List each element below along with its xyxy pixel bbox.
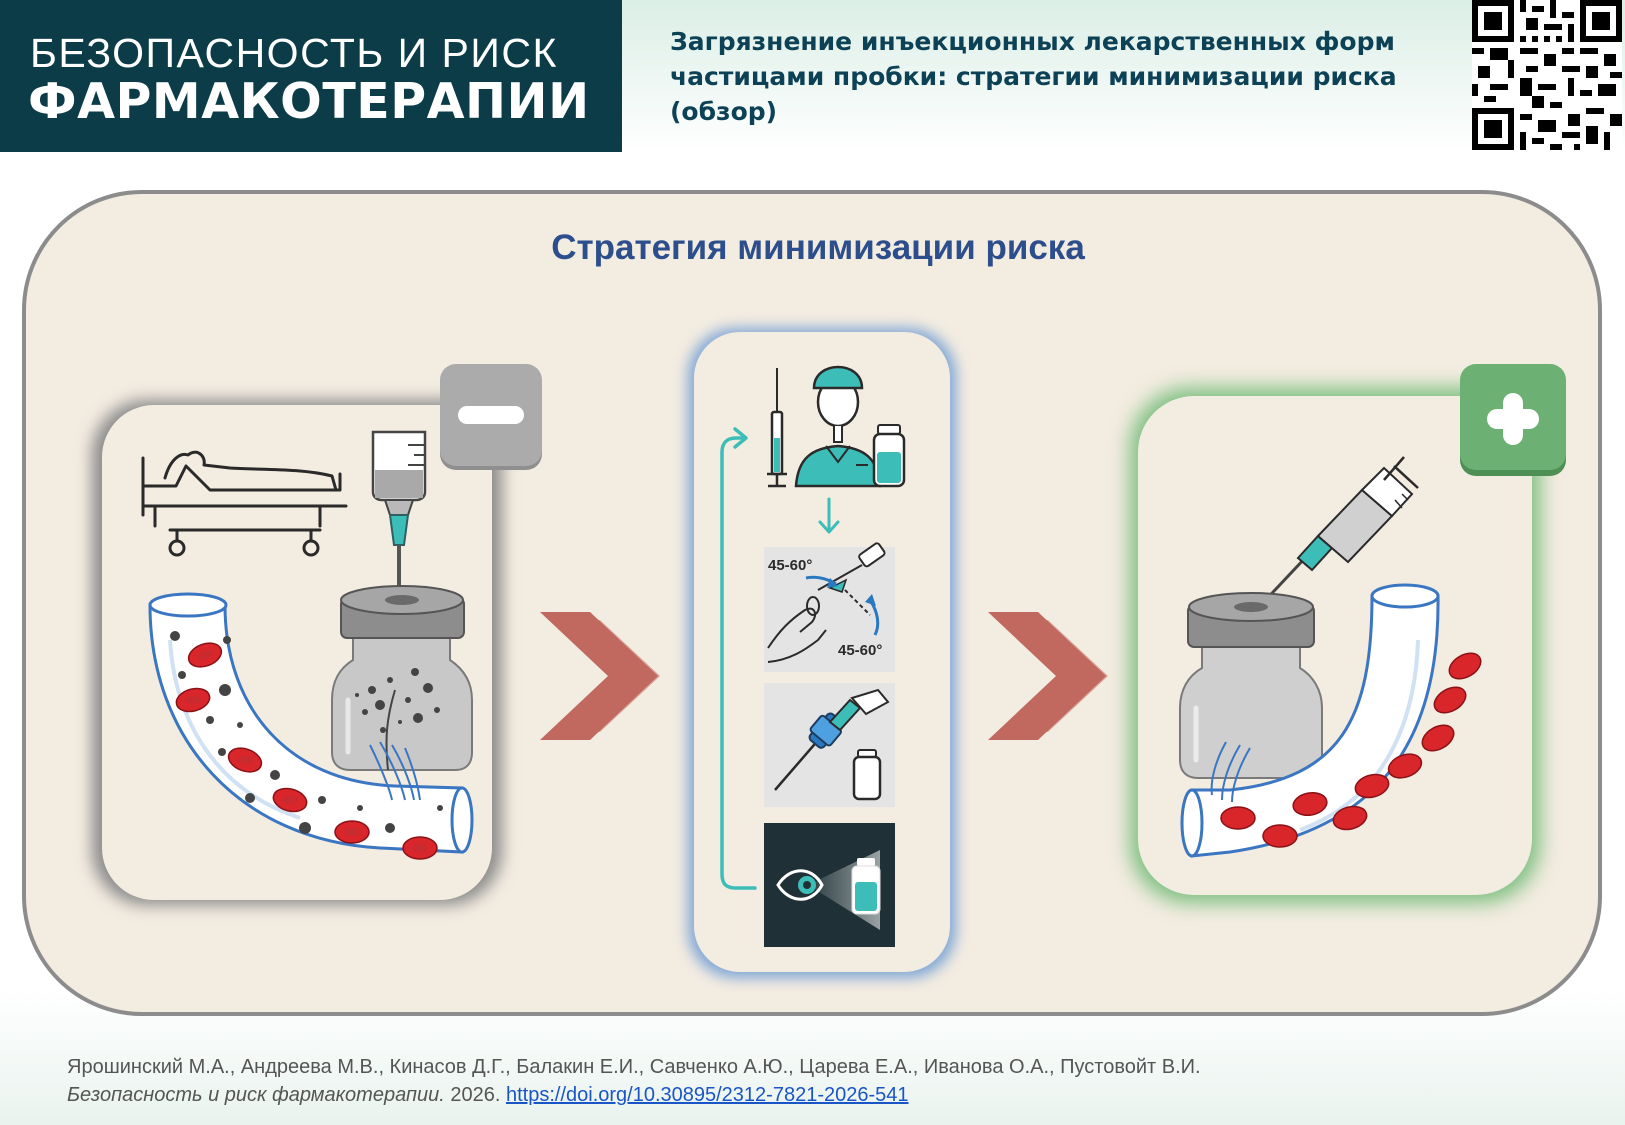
clean-blood-vessel-icon [1180, 583, 1482, 858]
citation-footer: Ярошинский М.А., Андреева М.В., Кинасов … [67, 1053, 1201, 1109]
contaminated-blood-vessel-icon [148, 592, 474, 860]
strategy-heading: Стратегия минимизации риска [551, 228, 1085, 267]
header-strip [622, 0, 1625, 152]
needle-angle-panel: 45-60° 45-60° [764, 542, 895, 672]
plus-icon [1460, 364, 1566, 476]
contaminated-vial-icon [331, 585, 473, 771]
chevron-arrow-left [540, 612, 660, 740]
down-arrow-icon [818, 497, 840, 534]
citation-year: 2026. [450, 1084, 501, 1106]
qr-code-icon[interactable] [1472, 0, 1622, 150]
journal-citation: Безопасность и риск фармакотерапии. [67, 1084, 445, 1106]
journal-banner [0, 0, 622, 152]
angle-label-bottom: 45-60° [838, 642, 882, 659]
authors: Ярошинский М.А., Андреева М.В., Кинасов … [67, 1056, 1201, 1078]
chevron-arrow-right [988, 612, 1108, 740]
doctor-syringe-icon [767, 365, 906, 488]
hospital-bed-icon [141, 450, 348, 557]
journal-name-line1: БЕЗОПАСНОСТЬ И РИСК [30, 30, 558, 76]
cycle-arrow-icon [720, 427, 757, 890]
minus-icon [440, 364, 542, 470]
filter-needle-panel [764, 683, 895, 807]
iv-drip-icon [371, 430, 427, 705]
visual-inspection-panel [764, 823, 895, 947]
doi-link[interactable]: https://doi.org/10.30895/2312-7821-2026-… [505, 1084, 909, 1106]
article-title: Загрязнение инъекционных лекарственных ф… [670, 27, 1397, 126]
journal-name-line2: ФАРМАКОТЕРАПИИ [28, 73, 590, 130]
angle-label-top: 45-60° [768, 557, 812, 574]
clean-vial-icon [1179, 592, 1323, 779]
journal-citation-line: Безопасность и риск фармакотерапии. 2026… [67, 1081, 1201, 1109]
syringe-icon [1258, 456, 1419, 608]
